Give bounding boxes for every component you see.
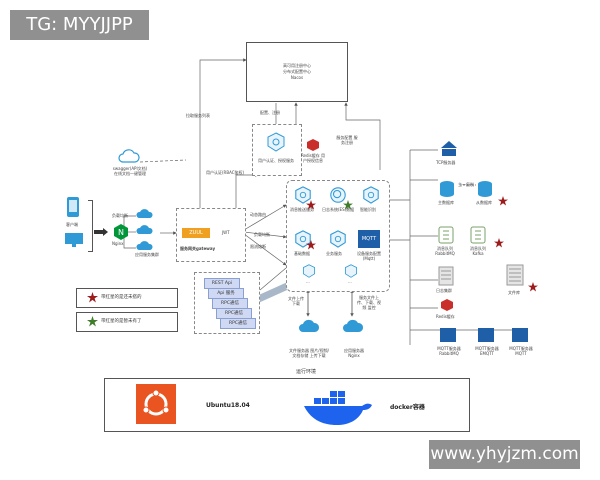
mqtt-server-icon [440,328,456,342]
mqtt2-label: MQTT服务器 EMQTT [475,346,499,356]
svg-text:N: N [118,228,124,237]
phone-icon [67,197,79,217]
nginx-server-label: 应用服务器 Nginx [344,348,364,358]
ubuntu-label: Ubuntu18.04 [206,402,250,409]
redis-icon [441,299,453,311]
nginx-label: Nginx [112,241,124,246]
cube-icon [330,230,346,248]
service-label-3: 智能识别 [360,207,376,212]
service-label-5: 业务服务 [326,251,342,256]
mqtt-server-icon [478,328,494,342]
client-bracket [88,200,93,252]
redis-icon [307,139,319,151]
edge-label-get-services: 拉取服务列表 [186,113,210,118]
lb-label: 负载均衡 [112,213,128,218]
watermark-top-left: TG: MYYJJPP [10,10,149,40]
mqtt1-label: MQTT服务器 RabbitMQ [437,346,461,356]
red-star-icon [494,238,504,248]
server-rack-icon [506,264,524,286]
redis-cluster-label: Redis缓存 [436,314,455,319]
master-db-label: 主数据库 [438,200,454,205]
runtime-title: 运行环境 [296,369,317,375]
server-rack-icon [438,266,454,286]
edge-label-dynamic-route: 动态路由 [250,212,266,217]
app-cluster-label: 应用服务集群 [135,252,159,257]
database-icon [440,181,454,197]
edge-label-service-config: 服务配置 服务注册 [336,135,358,145]
docker-logo-icon [304,391,372,426]
cloud-icon [299,319,320,332]
cube-icon [344,264,358,278]
service-label-1: 消息推送服务 [290,207,314,212]
cube-icon [302,264,316,278]
jwt-label: JWT [222,230,230,235]
red-star-icon [306,200,316,210]
queue-icon [470,226,486,244]
registry-line3: Nacos [290,75,304,80]
cube-icon [295,230,311,248]
es-cluster-label: 日志集群 [436,288,452,293]
registry-line1: 高可用注册中心 [283,63,311,68]
cloud-icon [118,149,140,163]
gateway-label: 服务网关gateway [180,246,216,251]
search-cluster-label: 文件库 [508,290,520,295]
red-star-icon [498,196,508,206]
green-star-icon [87,316,98,327]
watermark-bottom-right: www.yhyjzm.com [429,440,580,469]
legend-green-label: 带红星的是暂未有了 [101,319,142,324]
app-cluster-icons [136,209,153,250]
edge-label-rate-limit: 限流熔断 [250,244,266,249]
zuul-badge: ZUUL [182,228,210,238]
legend-red-label: 带红星的是还未搭的 [101,295,142,300]
service-label-2: 日志系统(ES)数据 [322,207,355,212]
tcp-server-icon [441,141,457,156]
mqtt-badge: MQTT [358,230,380,248]
nginx-icon: N [114,224,128,240]
redis-auth-label: Redis缓存 用户授权信息 [300,153,326,163]
red-star-icon [87,292,98,303]
service-label-8: ... [348,279,352,284]
green-star-icon [343,200,353,210]
red-star-icon [528,282,538,292]
monitor-icon [65,233,83,247]
mqtt3-label: MQTT服务器 MQTT [509,346,533,356]
rpc-row-5: RPC通信 [220,318,256,329]
service-label-6: 设备服务配置(Mqtt) [357,251,381,261]
ubuntu-logo-icon [136,384,176,424]
tcp-server-label: TCP服务器 [436,160,456,165]
queue-icon [438,226,454,244]
edge-label-file-upload-right: 服务文件上传、下载、视频 监控 [357,295,381,310]
docker-label: docker容器 [390,404,425,411]
legend-green: 带红星的是暂未有了 [76,312,178,332]
cube-icon [363,186,379,204]
cube-icon [295,186,311,204]
replication-label: 主一复制 [458,182,474,187]
cloud-icon [343,319,364,332]
service-label-7: ... [306,279,310,284]
auth-service-label: 用户认证、授权服务 [258,158,294,163]
red-star-icon [306,240,316,250]
rabbitmq-label: 消息队列 RabbitMQ [435,246,455,256]
file-server-label: 文件服务器 图片/视频/文档存储 上传下载 [289,348,329,358]
slave-db-label: 从数据库 [476,200,492,205]
clients-label: 客户端 [66,222,78,227]
kafka-label: 消息队列 Kafka [470,246,486,256]
edge-label-load-balance: 负载均衡 [254,232,270,237]
edge-label-user-auth: 用户认证(RBAC鉴权) [206,170,245,175]
swagger-label: swagger(API文档)在线文档一键管理 [112,166,148,176]
arrow-right-icon [94,228,108,236]
search-icon [330,187,346,203]
registry-box: 高可用注册中心 分布式配置中心 Nacos [246,42,348,102]
registry-line2: 分布式配置中心 [283,69,311,74]
legend-red: 带红星的是还未搭的 [76,288,178,308]
edge-label-config-register: 配置、注册 [260,110,280,115]
database-icon [478,181,492,197]
service-label-4: 基础数据 [294,251,310,256]
mqtt-server-icon [512,328,528,342]
cube-icon [267,132,285,152]
edge-label-file-upload-left: 文件上传 下载 [288,296,304,306]
